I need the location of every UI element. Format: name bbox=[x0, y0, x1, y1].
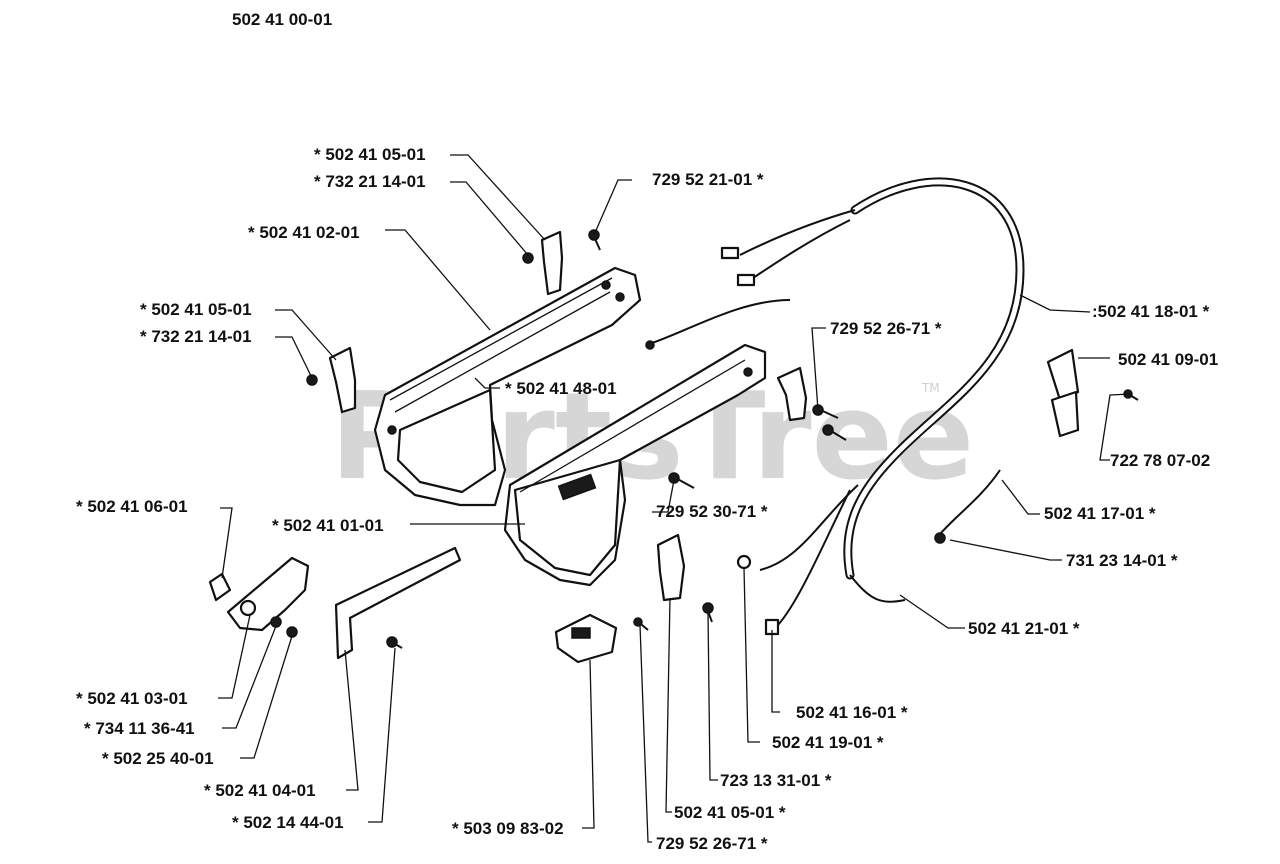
callout-label: * 502 41 05-01 bbox=[314, 145, 426, 164]
callout-label: 731 23 14-01 * bbox=[1066, 551, 1178, 570]
callout-label: * 503 09 83-02 bbox=[452, 819, 564, 838]
assembly-number: 502 41 00-01 bbox=[232, 10, 332, 29]
part-wires bbox=[645, 209, 1001, 636]
callout-label: 723 13 31-01 * bbox=[720, 771, 832, 790]
callout-label: * 502 41 03-01 bbox=[76, 689, 188, 708]
callout-label: 729 52 21-01 * bbox=[652, 170, 764, 189]
callout-label: * 502 41 01-01 bbox=[272, 516, 384, 535]
callout-label: 729 52 26-71 * bbox=[656, 834, 768, 853]
watermark-trademark: TM bbox=[921, 381, 940, 395]
callout-label: 729 52 30-71 * bbox=[656, 502, 768, 521]
callout-label: * 502 14 44-01 bbox=[232, 813, 344, 832]
callout-label: * 502 41 48-01 bbox=[505, 379, 617, 398]
leader-lines bbox=[218, 154, 1131, 843]
callout-label: * 502 41 02-01 bbox=[248, 223, 360, 242]
callout-label: 502 41 05-01 * bbox=[674, 803, 786, 822]
part-switch bbox=[554, 613, 618, 664]
callout-label: * 502 41 04-01 bbox=[204, 781, 316, 800]
part-upper-handle bbox=[373, 266, 642, 507]
part-clip-right bbox=[776, 366, 808, 422]
callout-label: * 502 25 40-01 bbox=[102, 749, 214, 768]
part-clip-left bbox=[306, 346, 357, 414]
callout-label: 729 52 26-71 * bbox=[830, 319, 942, 338]
callout-label: * 502 41 06-01 bbox=[76, 497, 188, 516]
part-cable-tube bbox=[843, 177, 1025, 580]
part-throttle-trigger bbox=[334, 546, 462, 660]
callout-label: 502 41 19-01 * bbox=[772, 733, 884, 752]
part-clip-upper bbox=[522, 230, 564, 296]
callout-label: 502 41 16-01 * bbox=[796, 703, 908, 722]
callout-label: * 732 21 14-01 bbox=[140, 327, 252, 346]
callout-label: 502 41 17-01 * bbox=[1044, 504, 1156, 523]
part-lower-handle bbox=[503, 343, 767, 587]
part-clip-lower bbox=[656, 533, 686, 602]
callout-label: * 502 41 05-01 bbox=[140, 300, 252, 319]
part-plate bbox=[1046, 348, 1080, 438]
part-throttle-lever bbox=[208, 556, 310, 638]
callout-label: 722 78 07-02 bbox=[1110, 451, 1210, 470]
callout-labels: * 502 41 05-01 * 732 21 14-01 729 52 21-… bbox=[76, 145, 1218, 853]
callout-label: 502 41 09-01 bbox=[1118, 350, 1218, 369]
callout-label: :502 41 18-01 * bbox=[1092, 302, 1210, 321]
callout-label: * 734 11 36-41 bbox=[84, 719, 195, 738]
callout-label: 502 41 21-01 * bbox=[968, 619, 1080, 638]
callout-label: * 732 21 14-01 bbox=[314, 172, 426, 191]
